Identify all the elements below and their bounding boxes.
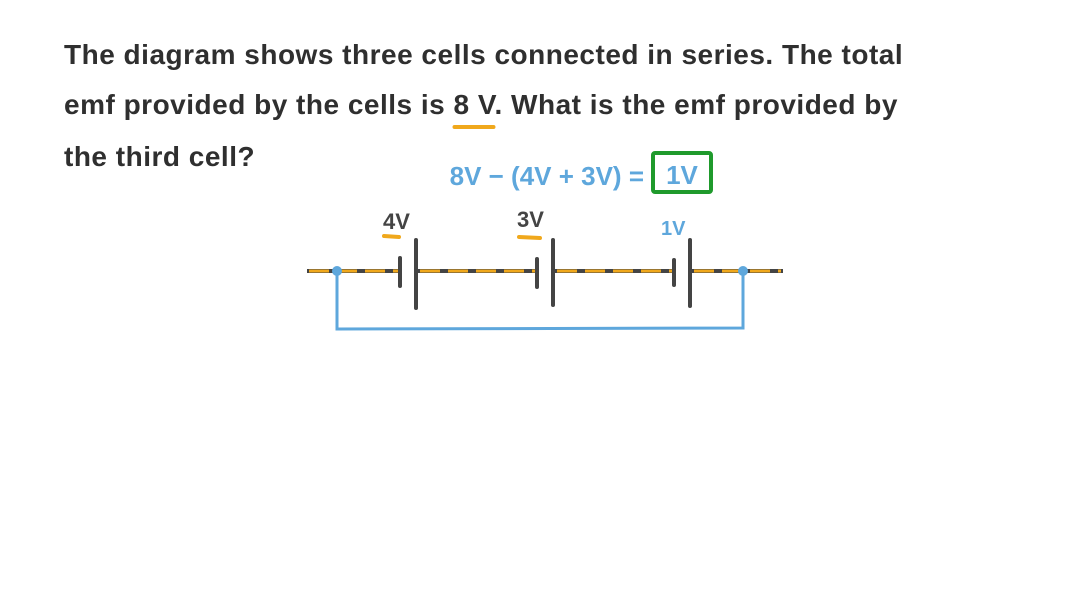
question-text: . What is the emf provided by <box>494 89 898 120</box>
measurement-loop <box>335 271 745 331</box>
cell-2-label: 3V <box>517 207 544 232</box>
question-line-1: The diagram shows three cells connected … <box>64 39 904 70</box>
question-line-3: the third cell? <box>64 141 256 172</box>
question-text: emf provided by the cells is <box>64 89 454 120</box>
answer-value: 1V <box>666 160 698 190</box>
cell-2 <box>535 238 555 307</box>
question-line-2: emf provided by the cells is 8 V. What i… <box>64 88 898 122</box>
total-emf-value: 8 V <box>453 89 495 120</box>
node-left <box>332 266 342 276</box>
cell-3 <box>672 238 692 308</box>
node-right <box>738 266 748 276</box>
cell-1-label: 4V <box>383 209 410 234</box>
cell-3-label: 1V <box>661 218 686 240</box>
working-equation: 8V − (4V + 3V) = <box>450 161 644 191</box>
cell-2-underline <box>517 235 542 240</box>
cell-1-underline <box>382 234 401 239</box>
cell-1 <box>398 238 418 310</box>
answer-box <box>651 151 713 194</box>
